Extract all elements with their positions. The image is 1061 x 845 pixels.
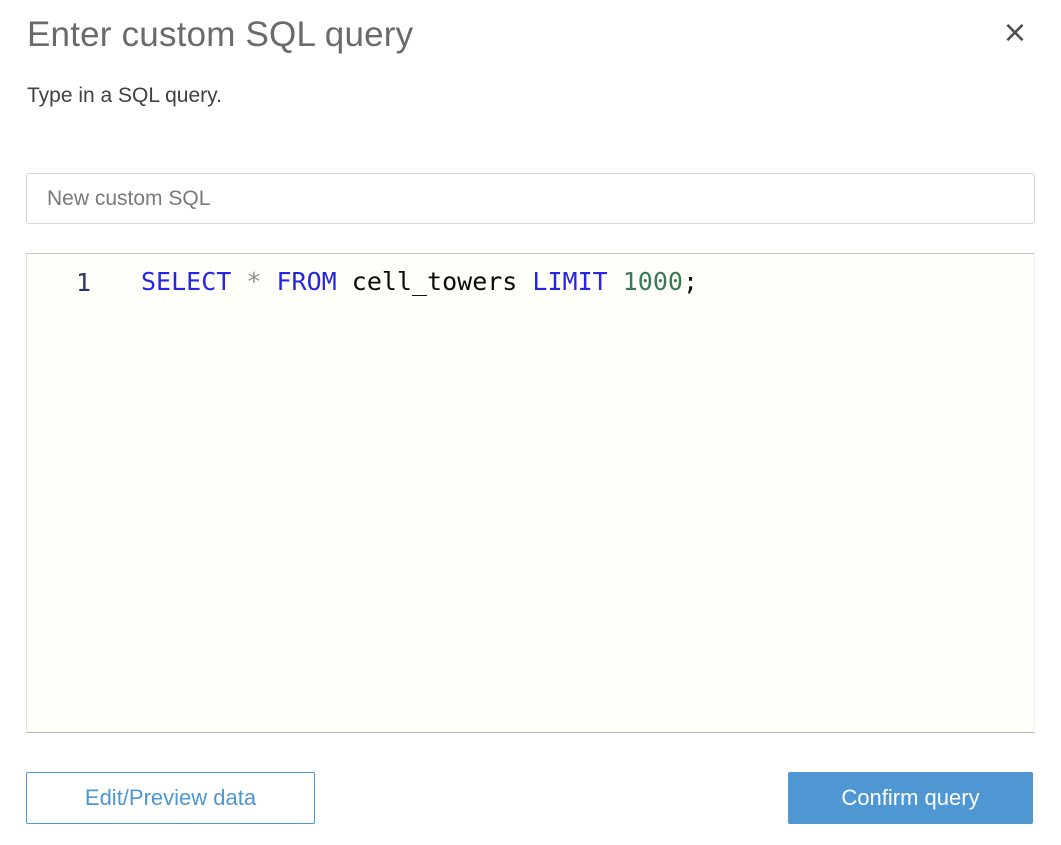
- code-token-plain: [517, 267, 532, 296]
- code-token-plain: [231, 267, 246, 296]
- code-token-punctuation: ;: [682, 267, 699, 296]
- code-token-plain: [261, 267, 276, 296]
- code-line: SELECT * FROM cell_towers LIMIT 1000;: [141, 266, 698, 298]
- code-token-keyword: LIMIT: [532, 267, 608, 296]
- code-token-keyword: FROM: [276, 267, 337, 296]
- code-token-plain: [337, 267, 352, 296]
- confirm-query-label: Confirm query: [841, 785, 980, 810]
- code-token-keyword: SELECT: [141, 267, 232, 296]
- close-icon: ×: [1002, 15, 1028, 50]
- gutter-line-number: 1: [75, 268, 91, 297]
- code-token-operator: *: [246, 267, 262, 296]
- close-button[interactable]: ×: [998, 16, 1032, 50]
- dialog-title: Enter custom SQL query: [27, 15, 414, 54]
- edit-preview-data-label: Edit/Preview data: [84, 785, 257, 810]
- dialog-subtitle: Type in a SQL query.: [27, 84, 222, 107]
- query-name-input[interactable]: [26, 173, 1035, 224]
- confirm-query-button[interactable]: Confirm query: [788, 772, 1033, 824]
- code-token-number: 1000: [622, 267, 683, 296]
- code-token-plain: [608, 267, 623, 296]
- code-token-identifier: cell_towers: [351, 267, 518, 296]
- sql-code-editor[interactable]: 1 SELECT * FROM cell_towers LIMIT 1000;: [26, 253, 1035, 733]
- edit-preview-data-button[interactable]: Edit/Preview data: [26, 772, 315, 824]
